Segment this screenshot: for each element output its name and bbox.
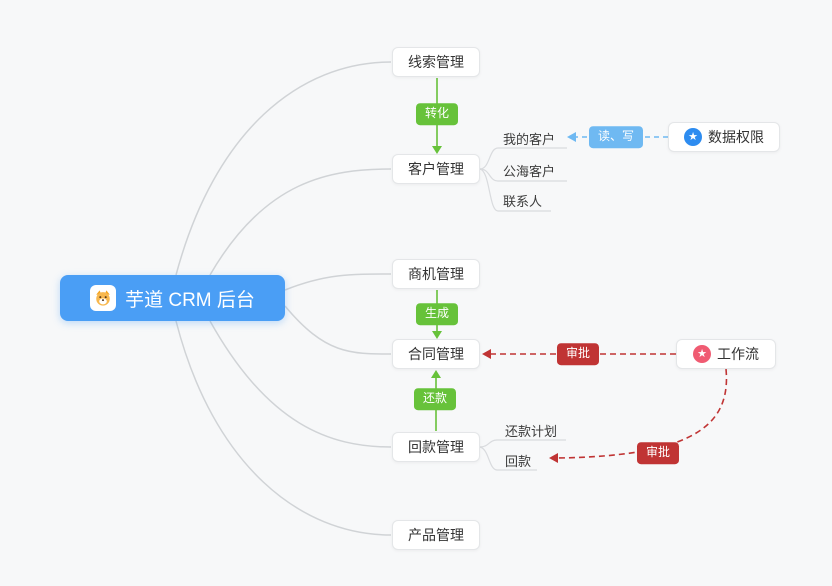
node-customers[interactable]: 客户管理 <box>392 154 480 184</box>
node-contracts-label: 合同管理 <box>408 346 464 362</box>
root-connectors <box>175 61 392 536</box>
badge-convert: 转化 <box>415 103 459 125</box>
badge-generate: 生成 <box>415 303 459 325</box>
node-workflow[interactable]: ★ 工作流 <box>676 339 776 369</box>
node-customers-label: 客户管理 <box>408 161 464 177</box>
child-my-customers[interactable]: 我的客户 <box>503 132 556 147</box>
dog-logo-icon <box>90 285 117 311</box>
node-payments[interactable]: 回款管理 <box>392 432 480 462</box>
badge-read-write: 读、写 <box>588 126 644 148</box>
node-leads-label: 线索管理 <box>408 54 464 70</box>
root-node-crm-backend[interactable]: 芋道 CRM 后台 <box>60 275 285 321</box>
badge-repay: 还款 <box>413 388 457 410</box>
badge-approve-receivable: 审批 <box>636 442 680 464</box>
badge-approve-contract: 审批 <box>556 343 600 365</box>
star-icon: ★ <box>693 345 711 363</box>
node-products[interactable]: 产品管理 <box>392 520 480 550</box>
child-receivable[interactable]: 回款 <box>505 454 532 469</box>
node-opportunities[interactable]: 商机管理 <box>392 259 480 289</box>
node-workflow-label: 工作流 <box>717 346 759 362</box>
node-products-label: 产品管理 <box>408 527 464 543</box>
payment-children-connectors <box>479 439 566 471</box>
node-data-permission-label: 数据权限 <box>708 129 764 145</box>
root-node-label: 芋道 CRM 后台 <box>125 289 255 311</box>
approve-receivable-arrow <box>549 368 728 463</box>
node-contracts[interactable]: 合同管理 <box>392 339 480 369</box>
child-repayment-plan[interactable]: 还款计划 <box>505 424 558 439</box>
node-leads[interactable]: 线索管理 <box>392 47 480 77</box>
child-public-customers[interactable]: 公海客户 <box>503 164 556 179</box>
customer-children-connectors <box>479 147 567 212</box>
node-data-permission[interactable]: ★ 数据权限 <box>668 122 780 152</box>
child-contacts[interactable]: 联系人 <box>503 194 543 209</box>
node-payments-label: 回款管理 <box>408 439 464 455</box>
node-opportunities-label: 商机管理 <box>408 266 464 282</box>
star-icon: ★ <box>684 128 702 146</box>
